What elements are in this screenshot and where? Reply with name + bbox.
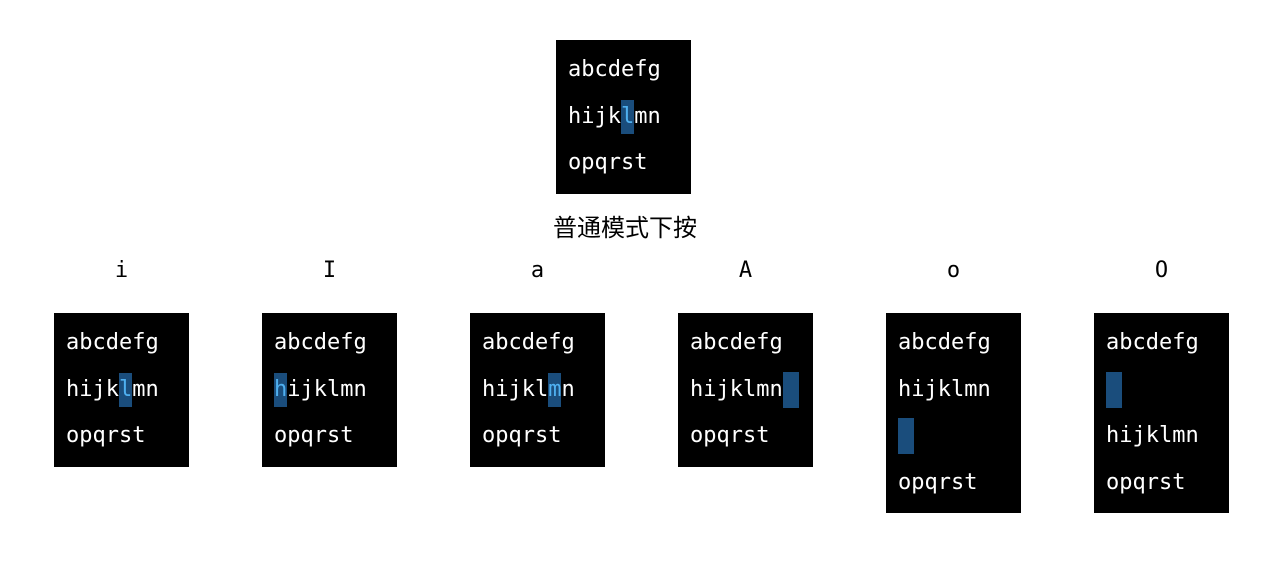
key-label-i: i	[114, 258, 129, 283]
text-line: abcdefg	[274, 330, 367, 355]
text-line: hijklmn	[690, 367, 801, 414]
line-text: mn	[132, 376, 159, 402]
text-line: opqrst	[898, 469, 978, 495]
text-line: opqrst	[66, 423, 146, 448]
editor-box-O: abcdefg hijklmn opqrst	[1094, 313, 1229, 513]
text-line: opqrst	[568, 150, 648, 175]
cursor: h	[274, 372, 288, 407]
text-line: hijklmn	[66, 367, 177, 414]
key-label-O: O	[1154, 258, 1169, 283]
cursor: l	[118, 372, 133, 407]
text-line: abcdefg	[66, 330, 159, 355]
line-text: hijk	[568, 103, 621, 129]
text-line: abcdefg	[690, 330, 783, 355]
cursor	[782, 371, 799, 408]
cursor	[1106, 371, 1122, 408]
cursor: l	[620, 99, 635, 134]
key-label-A: A	[738, 258, 753, 283]
text-line: abcdefg	[1106, 330, 1199, 355]
text-line: hijklmn	[898, 376, 991, 402]
key-label-a: a	[530, 258, 545, 283]
line-text: hijklmn	[690, 376, 783, 402]
line-text: n	[561, 376, 575, 402]
editor-box-i: abcdefg hijklmn opqrst	[54, 313, 189, 467]
text-line: abcdefg	[898, 330, 991, 355]
line-text: hijkl	[482, 376, 549, 402]
text-line: hijklmn	[482, 367, 593, 414]
line-text: ijklmn	[287, 376, 367, 402]
cursor: m	[548, 372, 562, 407]
text-line: abcdefg	[482, 330, 575, 355]
text-line: opqrst	[274, 423, 354, 448]
key-label-I: I	[322, 258, 337, 283]
original-editor-box: abcdefg hijklmn opqrst	[556, 40, 691, 194]
text-line: opqrst	[482, 423, 562, 448]
text-line	[1106, 367, 1217, 414]
editor-box-I: abcdefg hijklmn opqrst	[262, 313, 397, 467]
line-text: mn	[634, 103, 661, 129]
text-line	[898, 413, 1009, 460]
text-line: hijklmn	[568, 94, 679, 141]
editor-box-A: abcdefg hijklmn opqrst	[678, 313, 813, 467]
line-text: hijk	[66, 376, 119, 402]
caption: 普通模式下按	[553, 214, 697, 242]
cursor	[898, 418, 914, 454]
editor-box-o: abcdefg hijklmn opqrst	[886, 313, 1021, 513]
text-line: abcdefg	[568, 57, 661, 82]
editor-box-a: abcdefg hijklmn opqrst	[470, 313, 605, 467]
key-label-o: o	[946, 258, 961, 283]
text-line: hijklmn	[1106, 423, 1199, 448]
text-line: opqrst	[690, 423, 770, 448]
text-line: opqrst	[1106, 469, 1186, 495]
text-line: hijklmn	[274, 367, 385, 414]
